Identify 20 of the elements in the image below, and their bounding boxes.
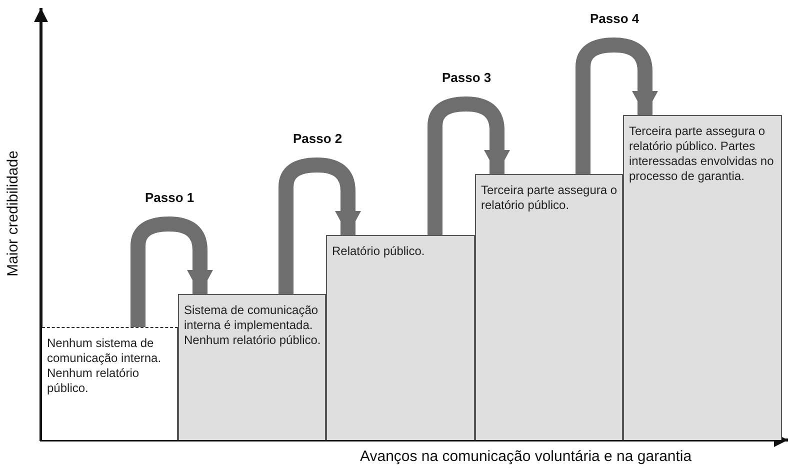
curved-arrow (576, 38, 658, 174)
step-label: Passo 1 (145, 190, 194, 205)
x-axis-title: Avanços na comunicação voluntária e na garantia (360, 448, 692, 465)
step-label: Passo 4 (590, 11, 640, 26)
curved-arrow (130, 216, 213, 327)
curved-arrow (278, 158, 361, 294)
step-description: Relatório público. (332, 244, 426, 259)
step-description: Nenhum sistema de comunicação interna. Nenhum relatório público. (47, 336, 162, 396)
step-description: Sistema de comunicação interna é implementada. Nenhum relatório público. (184, 303, 321, 348)
step-box (178, 294, 326, 440)
step-box (326, 235, 475, 440)
step-box (475, 174, 623, 440)
step-box (623, 115, 782, 440)
step-description: Terceira parte assegura o relatório público. (481, 183, 618, 213)
step-label: Passo 2 (293, 131, 342, 146)
curved-arrow (428, 96, 510, 235)
step-label: Passo 3 (442, 70, 492, 85)
step-description: Terceira parte assegura o relatório público. Partes interessadas envolvidas no processo de garantia. (629, 124, 775, 184)
step-box (42, 327, 178, 440)
y-axis-title: Maior credibilidade (4, 150, 22, 278)
